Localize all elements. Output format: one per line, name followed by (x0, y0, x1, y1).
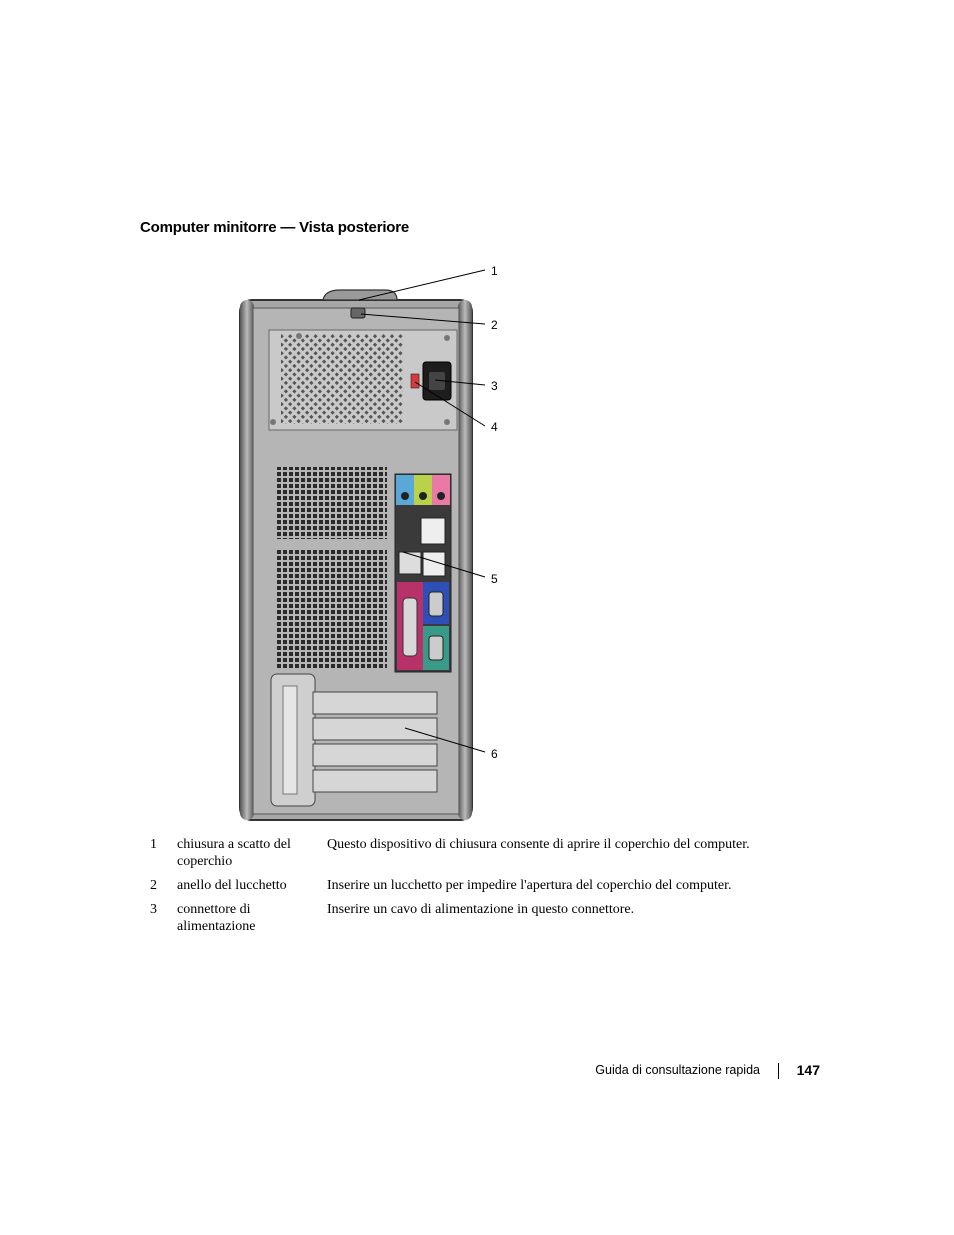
card-slot-2 (312, 717, 438, 741)
footer-divider (778, 1063, 779, 1079)
chassis-left-rail (240, 300, 254, 820)
page-number: 147 (796, 1062, 820, 1078)
legend-number: 3 (150, 902, 157, 917)
computer-rear-view-figure: 1 2 3 4 5 6 (235, 262, 510, 827)
leader-line-3 (434, 379, 486, 386)
usb-ports-upper (420, 517, 446, 545)
case-vent-lower (275, 550, 387, 668)
legend-row: 3 connettore di alimentazione Inserire u… (150, 901, 830, 935)
card-slot-1 (312, 691, 438, 715)
section-heading: Computer minitorre — Vista posteriore (140, 219, 410, 236)
case-vent-upper (275, 467, 387, 539)
leader-line-2 (360, 313, 486, 325)
padlock-ring (350, 307, 366, 319)
legend-table: 1 chiusura a scatto del coperchio Questo… (150, 836, 830, 942)
leader-line-1 (358, 269, 486, 301)
footer-title: Guida di consultazione rapida (595, 1063, 760, 1077)
callout-5: 5 (491, 572, 498, 586)
chassis-right-rail (458, 300, 472, 820)
legend-description: Inserire un cavo di alimentazione in que… (327, 902, 635, 917)
leader-line-4 (414, 381, 486, 427)
leader-line-5 (402, 551, 486, 578)
legend-row: 1 chiusura a scatto del coperchio Questo… (150, 836, 830, 870)
callout-4: 4 (491, 420, 498, 434)
legend-description: Questo dispositivo di chiusura consente … (327, 837, 750, 852)
callout-6: 6 (491, 747, 498, 761)
legend-name: anello del lucchetto (177, 878, 287, 893)
leader-line-6 (404, 727, 486, 753)
callout-1: 1 (491, 264, 498, 278)
cover-latch (322, 289, 398, 301)
usb-ports-lower (422, 551, 446, 577)
legend-name: connettore di alimentazione (177, 902, 256, 934)
tower-illustration (239, 269, 486, 821)
legend-number: 2 (150, 878, 157, 893)
card-slot-4 (312, 769, 438, 793)
legend-number: 1 (150, 837, 157, 852)
legend-description: Inserire un lucchetto per impedire l'ape… (327, 878, 732, 893)
voltage-switch (410, 373, 420, 389)
power-supply-vent (281, 334, 403, 424)
card-slot-3 (312, 743, 438, 767)
callout-2: 2 (491, 318, 498, 332)
page-footer: Guida di consultazione rapida 147 (560, 1062, 820, 1080)
legend-name: chiusura a scatto del coperchio (177, 837, 291, 869)
callout-3: 3 (491, 379, 498, 393)
legend-row: 2 anello del lucchetto Inserire un lucch… (150, 877, 830, 894)
network-port (398, 551, 422, 575)
